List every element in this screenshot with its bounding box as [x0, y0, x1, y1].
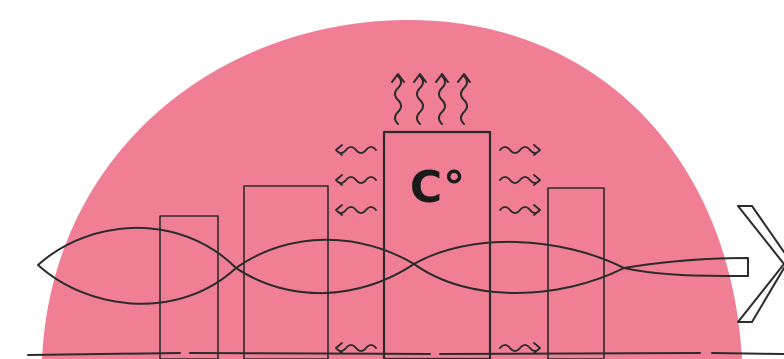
temperature-label: C°: [388, 162, 488, 213]
arrow-right-icon: [738, 206, 784, 322]
arrow-head-outline: [738, 206, 784, 252]
